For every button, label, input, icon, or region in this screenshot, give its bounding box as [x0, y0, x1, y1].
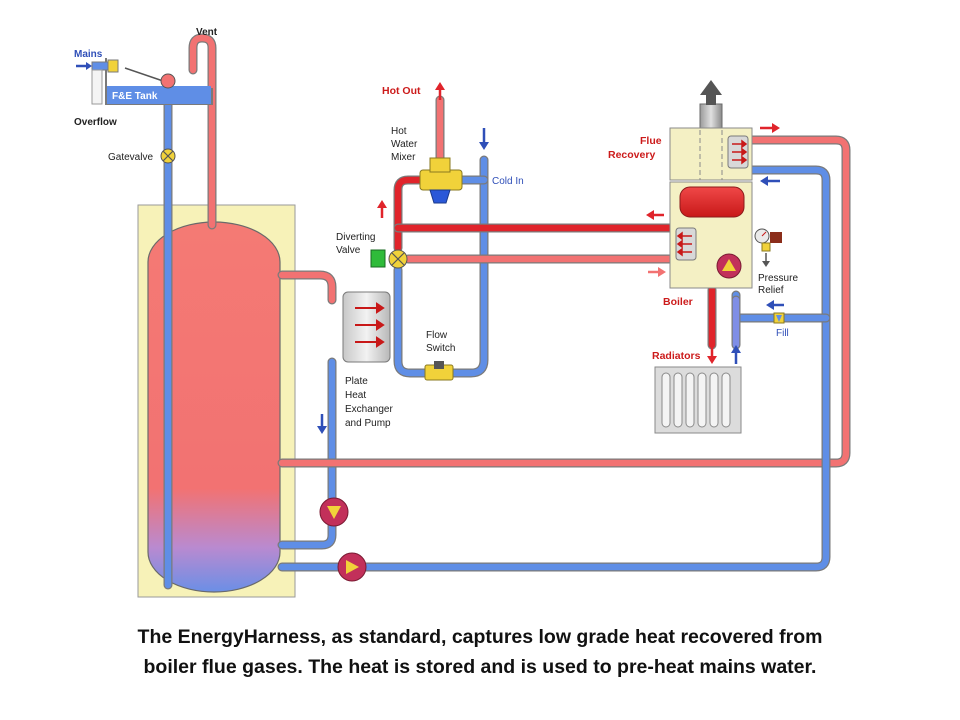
pump-lower	[337, 552, 367, 582]
flue-hot-out-arrow-icon	[760, 123, 780, 133]
plate-heat-exchanger	[342, 291, 391, 363]
caption: The EnergyHarness, as standard, captures…	[40, 622, 920, 682]
gatevalve	[160, 148, 176, 164]
phe-label-line3: Exchanger	[345, 404, 393, 415]
flow-switch-label-line2: Switch	[426, 343, 455, 354]
mixer-label-line2: Water	[391, 139, 418, 150]
hot-water-cylinder	[137, 204, 296, 598]
hot-out-label: Hot Out	[382, 85, 421, 97]
mains-label: Mains	[74, 49, 103, 60]
phe-label-line2: Heat	[345, 390, 366, 401]
fe-tank	[91, 58, 213, 105]
flow-switch-label-line1: Flow	[426, 330, 448, 341]
radiator-flow-arrow-icon	[707, 345, 717, 364]
flue-recovery-label-line1: Flue	[640, 135, 662, 147]
mixer-label-line1: Hot	[391, 126, 407, 137]
diverting-valve-label-line2: Valve	[336, 245, 361, 256]
flue-recovery-label-line2: Recovery	[608, 149, 655, 161]
vent-label: Vent	[196, 27, 218, 38]
caption-line-2: boiler flue gases. The heat is stored an…	[143, 656, 817, 678]
phe-label-line4: and Pump	[345, 418, 391, 429]
caption-line-1: The EnergyHarness, as standard, captures…	[137, 626, 823, 648]
diverting-valve-label-line1: Diverting	[336, 232, 375, 243]
mixer-label-line3: Mixer	[391, 152, 416, 163]
flow-arrows	[76, 62, 784, 434]
flue-recovery-unit	[669, 80, 753, 181]
fill-label: Fill	[776, 328, 789, 339]
radiators-label: Radiators	[652, 350, 701, 362]
boiler-label: Boiler	[663, 296, 693, 308]
fill-arrow-icon	[766, 300, 784, 310]
overflow-label: Overflow	[74, 117, 117, 128]
flue-cold-in-arrow-icon	[760, 176, 780, 186]
hot-water-mixer	[419, 157, 463, 204]
hot-out-arrow-icon	[435, 82, 445, 100]
cold-in-label: Cold In	[492, 176, 524, 187]
pressure-relief-label-line1: Pressure	[758, 273, 798, 284]
mains-arrow-icon	[76, 62, 92, 70]
radiator	[654, 366, 742, 434]
boiler-in-arrow-icon	[648, 267, 666, 277]
boiler	[669, 181, 785, 324]
pump-upper	[319, 497, 349, 527]
diverting-valve	[370, 249, 408, 269]
pressure-relief-label-line2: Relief	[758, 285, 784, 296]
gatevalve-label: Gatevalve	[108, 152, 153, 163]
component-labels: Vent Mains F&E Tank Overflow Gatevalve H…	[74, 27, 798, 429]
boiler-out-arrow-icon	[646, 210, 664, 220]
pressure-relief-arrow-icon	[762, 253, 770, 267]
phe-down-arrow-icon	[317, 414, 327, 434]
diverting-up-arrow-icon	[377, 200, 387, 218]
radiator-return-arrow-icon	[731, 345, 741, 364]
phe-label-line1: Plate	[345, 376, 368, 387]
fe-tank-label: F&E Tank	[112, 91, 158, 102]
flow-switch	[424, 361, 454, 381]
cold-in-arrow-icon	[479, 128, 489, 150]
